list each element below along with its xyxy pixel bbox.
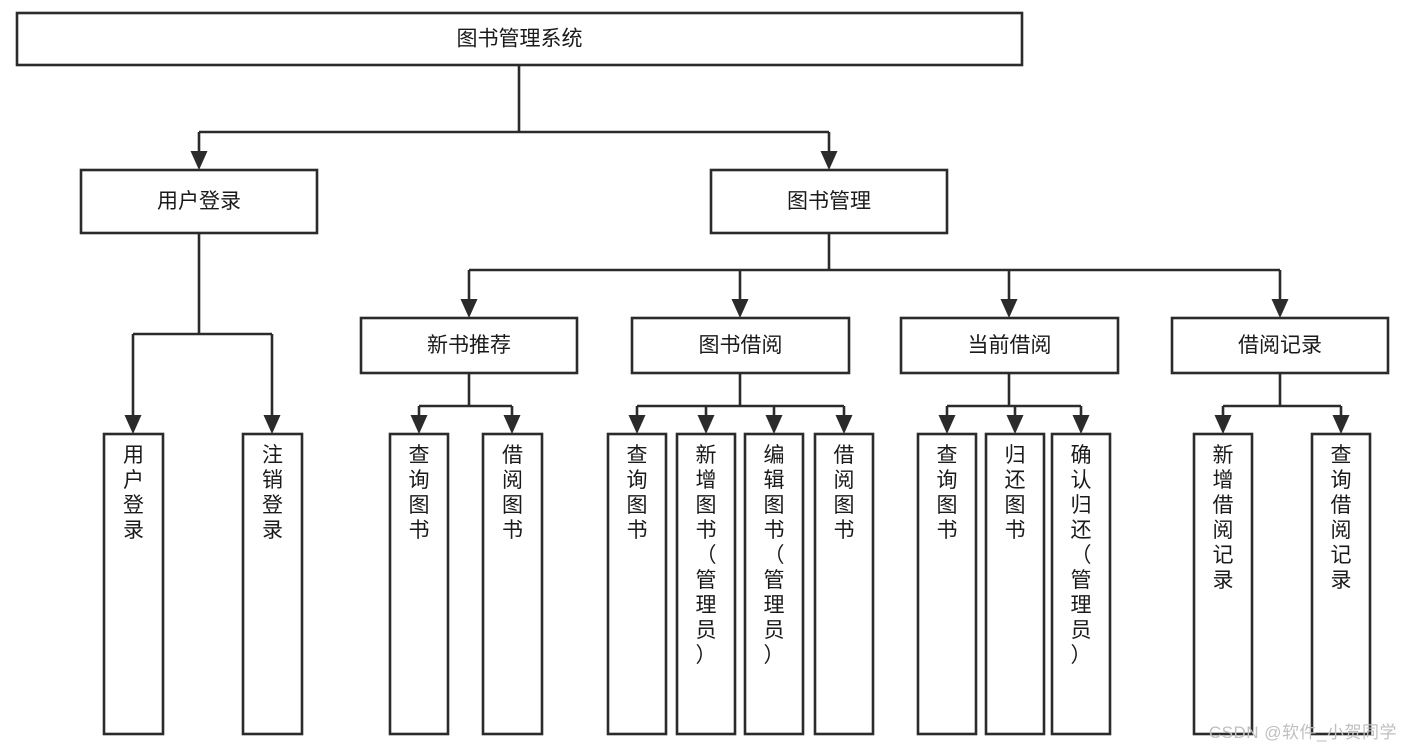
node-label: 新增借阅记录 xyxy=(1213,444,1234,592)
node-label: 归还图书 xyxy=(1005,444,1026,542)
node-leaf-query-book-borrow[interactable]: 查询图书 xyxy=(606,432,668,736)
node-leaf-borrow-book[interactable]: 借阅图书 xyxy=(813,432,875,736)
node-label: 借阅图书 xyxy=(502,444,523,542)
node-book-manage[interactable]: 图书管理 xyxy=(709,168,949,235)
connector-level2-user-to-leaves xyxy=(124,233,281,434)
node-label: 查询图书 xyxy=(937,444,958,542)
connector-layer xyxy=(124,65,1350,434)
node-label: 新增图书（管理员） xyxy=(696,444,717,667)
node-user-login[interactable]: 用户登录 xyxy=(79,168,319,235)
node-label: 查询图书 xyxy=(627,444,648,542)
node-label: 注销登录 xyxy=(262,444,283,542)
connector-level3-borrow-to-leaves xyxy=(628,373,853,434)
node-book-borrow[interactable]: 图书借阅 xyxy=(630,316,851,375)
node-label: 图书管理 xyxy=(787,190,871,213)
node-leaf-user-login[interactable]: 用户登录 xyxy=(102,432,165,736)
node-label: 用户登录 xyxy=(123,444,144,542)
node-label: 确认归还（管理员） xyxy=(1071,444,1092,667)
connector-root-to-level2 xyxy=(190,65,838,170)
connector-level3-record-to-leaves xyxy=(1214,373,1350,434)
node-label: 编辑图书（管理员） xyxy=(764,444,785,667)
connector-level2-book-to-level3 xyxy=(460,233,1289,318)
node-label: 查询借阅记录 xyxy=(1331,444,1352,592)
node-leaf-return-book[interactable]: 归还图书 xyxy=(984,432,1046,736)
node-label: 借阅记录 xyxy=(1238,334,1322,357)
node-root[interactable]: 图书管理系统 xyxy=(15,11,1024,67)
node-leaf-add-borrow-record[interactable]: 新增借阅记录 xyxy=(1192,432,1254,736)
node-leaf-query-borrow-record[interactable]: 查询借阅记录 xyxy=(1310,432,1372,736)
node-leaf-edit-book[interactable]: 编辑图书（管理员） xyxy=(743,432,805,736)
node-label: 图书借阅 xyxy=(699,334,783,357)
node-leaf-user-logout[interactable]: 注销登录 xyxy=(241,432,304,736)
node-leaf-borrow-book-rec[interactable]: 借阅图书 xyxy=(481,432,544,736)
node-leaf-confirm-return[interactable]: 确认归还（管理员） xyxy=(1050,432,1112,736)
node-label: 当前借阅 xyxy=(968,334,1052,357)
node-label: 新书推荐 xyxy=(427,334,511,357)
connector-level3-current-to-leaves xyxy=(938,373,1090,434)
node-leaf-query-book-rec[interactable]: 查询图书 xyxy=(388,432,450,736)
node-label: 图书管理系统 xyxy=(457,28,583,51)
node-label: 借阅图书 xyxy=(834,444,855,542)
node-label: 查询图书 xyxy=(409,444,430,542)
node-layer: 图书管理系统用户登录图书管理新书推荐图书借阅当前借阅借阅记录用户登录注销登录查询… xyxy=(15,11,1390,736)
node-new-book-recommend[interactable]: 新书推荐 xyxy=(359,316,579,375)
node-leaf-add-book[interactable]: 新增图书（管理员） xyxy=(675,432,737,736)
node-current-borrow[interactable]: 当前借阅 xyxy=(899,316,1120,375)
node-label: 用户登录 xyxy=(157,190,241,213)
node-leaf-query-book-current[interactable]: 查询图书 xyxy=(916,432,978,736)
node-borrow-record[interactable]: 借阅记录 xyxy=(1170,316,1390,375)
watermark-label: CSDN @软件_小贺同学 xyxy=(1208,723,1397,742)
connector-level3-recommend-to-leaves xyxy=(410,373,521,434)
